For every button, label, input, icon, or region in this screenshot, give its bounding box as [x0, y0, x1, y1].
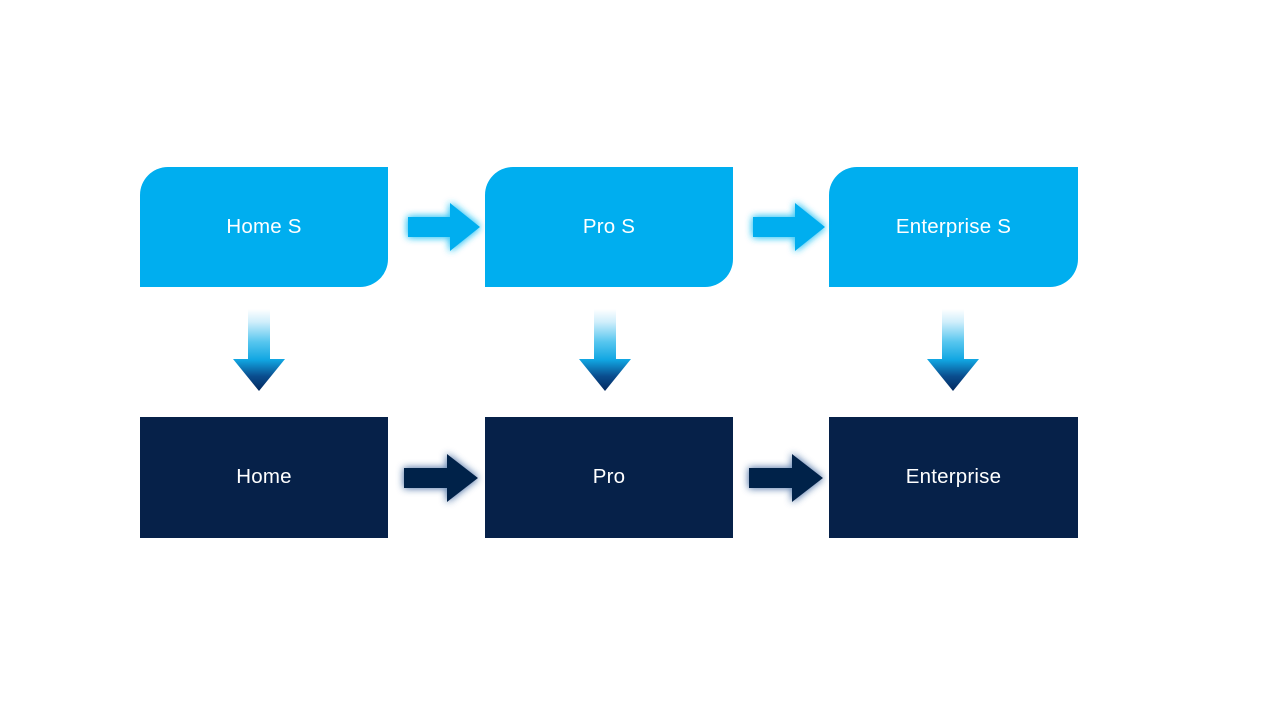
node-pro[interactable]: Pro — [485, 417, 733, 538]
arrow-right-icon-pro-to-enterprise — [749, 454, 823, 502]
arrow-right-icon-home-s-to-pro-s — [408, 203, 480, 251]
arrow-right-icon-pro-s-to-enterprise-s — [753, 203, 825, 251]
node-label-home: Home — [236, 465, 292, 489]
node-home[interactable]: Home — [140, 417, 388, 538]
node-label-enterprise: Enterprise — [905, 465, 1002, 489]
node-label-pro: Pro — [592, 465, 626, 489]
node-label-enterprise-s: Enterprise S — [895, 214, 1012, 238]
node-pro-s[interactable]: Pro S — [485, 167, 733, 287]
node-home-s[interactable]: Home S — [140, 167, 388, 287]
node-enterprise-s[interactable]: Enterprise S — [829, 167, 1078, 287]
arrow-down-icon-home-s-to-home — [233, 309, 285, 391]
node-enterprise[interactable]: Enterprise — [829, 417, 1078, 538]
node-label-pro-s: Pro S — [582, 214, 636, 238]
node-label-home-s: Home S — [226, 214, 302, 238]
arrow-down-icon-pro-s-to-pro — [579, 309, 631, 391]
arrow-down-icon-enterprise-s-to-enterprise — [927, 309, 979, 391]
arrow-right-icon-home-to-pro — [404, 454, 478, 502]
